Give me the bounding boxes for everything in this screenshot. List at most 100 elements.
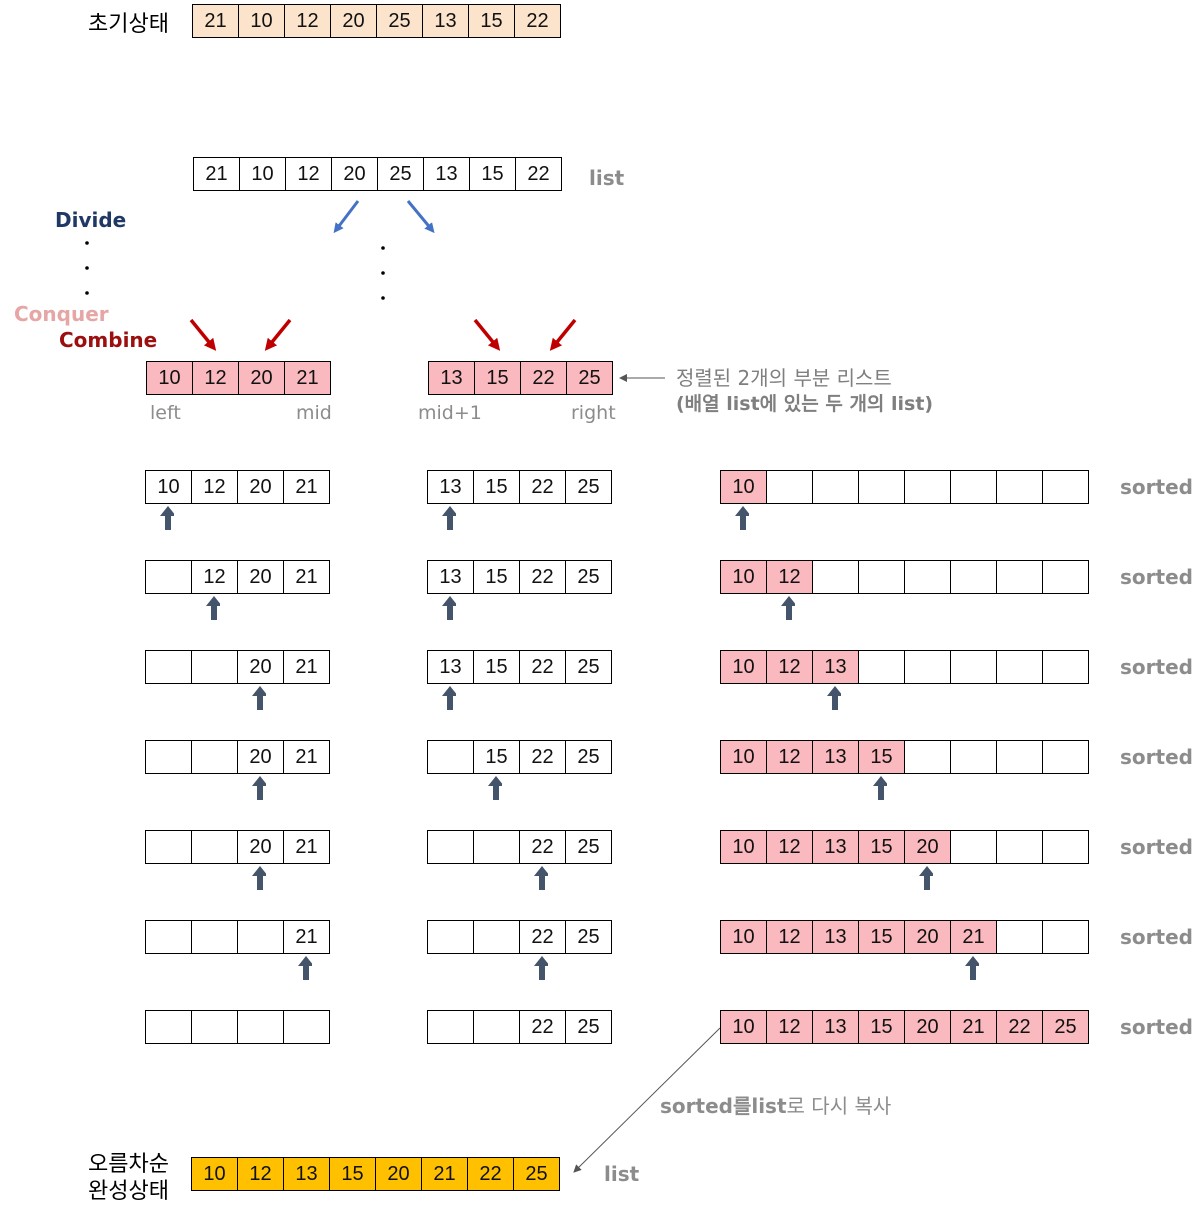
array-cell (1042, 740, 1089, 774)
array-cell (145, 830, 192, 864)
array-cell: 22 (519, 830, 566, 864)
array-cell: 25 (565, 740, 612, 774)
array-cell: 13 (812, 1010, 859, 1044)
array-cell: 15 (468, 4, 515, 38)
array-cell: 20 (237, 560, 284, 594)
array-cell: 10 (239, 157, 286, 191)
mid-plus-1-index-label: mid+1 (418, 402, 482, 424)
array-cell (191, 830, 238, 864)
array-cell: 21 (421, 1157, 468, 1191)
array-cell (145, 1010, 192, 1044)
array-cell (996, 830, 1043, 864)
array-cell (904, 470, 951, 504)
sorted-label: sorted (1120, 835, 1193, 859)
array-cell: 22 (519, 920, 566, 954)
array-cell: 10 (145, 470, 192, 504)
array-cell (996, 920, 1043, 954)
pointer-arrow-icon (252, 776, 266, 800)
left-index-label: left (150, 402, 181, 424)
array-cell: 25 (565, 560, 612, 594)
array-cell (904, 650, 951, 684)
array-cell: 13 (812, 650, 859, 684)
sorted-label: sorted (1120, 565, 1193, 589)
array-cell (191, 920, 238, 954)
array-cell: 20 (237, 650, 284, 684)
array-cell (237, 1010, 284, 1044)
pointer-arrow-icon (442, 506, 456, 530)
array-cell: 15 (473, 470, 520, 504)
array-cell: 10 (720, 560, 767, 594)
array-cell: 25 (566, 361, 613, 395)
combine-arrow-3 (473, 318, 501, 351)
array-cell: 10 (720, 830, 767, 864)
array-cell: 25 (565, 830, 612, 864)
array-cell: 10 (238, 4, 285, 38)
array-cell: 12 (766, 920, 813, 954)
array-cell: 13 (812, 740, 859, 774)
array-cell: 21 (193, 157, 240, 191)
sublist-note-line1: 정렬된 2개의 부분 리스트 (676, 366, 892, 390)
initial-state-label: 초기상태 (88, 12, 169, 37)
array-cell: 25 (1042, 1010, 1089, 1044)
divide-arrow-left (333, 200, 360, 234)
array-cell (283, 1010, 330, 1044)
sublist-note-line2: (배열 list에 있는 두 개의 list) (676, 393, 934, 415)
dots-center (381, 246, 385, 300)
array-cell: 12 (766, 740, 813, 774)
array-cell: 12 (766, 1010, 813, 1044)
sorted-label: sorted (1120, 1015, 1193, 1039)
array-cell: 13 (427, 470, 474, 504)
array-cell: 10 (146, 361, 193, 395)
array-cell: 13 (422, 4, 469, 38)
array-cell (812, 560, 859, 594)
array-cell: 20 (237, 830, 284, 864)
array-cell (473, 1010, 520, 1044)
pointer-arrow-icon (442, 596, 456, 620)
copy-note-bold: sorted를list (660, 1094, 787, 1118)
right-index-label: right (571, 402, 616, 424)
array-cell (858, 650, 905, 684)
array-cell (950, 470, 997, 504)
dots-left (85, 241, 89, 295)
array-cell (1042, 920, 1089, 954)
array-cell (191, 740, 238, 774)
array-cell: 22 (467, 1157, 514, 1191)
sorted-label: sorted (1120, 925, 1193, 949)
array-cell: 13 (283, 1157, 330, 1191)
array-cell: 20 (904, 1010, 951, 1044)
sorted-label: sorted (1120, 655, 1193, 679)
array-cell: 25 (565, 920, 612, 954)
array-cell: 20 (375, 1157, 422, 1191)
array-cell: 21 (192, 4, 239, 38)
array-cell (996, 560, 1043, 594)
array-cell: 25 (565, 1010, 612, 1044)
array-cell: 15 (473, 650, 520, 684)
sorted-label: sorted (1120, 745, 1193, 769)
array-cell: 12 (766, 560, 813, 594)
array-cell: 25 (565, 470, 612, 504)
array-cell: 22 (519, 1010, 566, 1044)
array-cell: 25 (513, 1157, 560, 1191)
pointer-arrow-icon (206, 596, 220, 620)
array-cell: 25 (565, 650, 612, 684)
pointer-arrow-icon (735, 506, 749, 530)
combine-arrow-1 (189, 318, 217, 351)
array-cell: 20 (330, 4, 377, 38)
array-cell (427, 920, 474, 954)
pointer-arrow-icon (534, 866, 548, 890)
left-array-step: 21 (145, 920, 330, 954)
combine-label: Combine (59, 328, 158, 352)
array-cell (858, 470, 905, 504)
